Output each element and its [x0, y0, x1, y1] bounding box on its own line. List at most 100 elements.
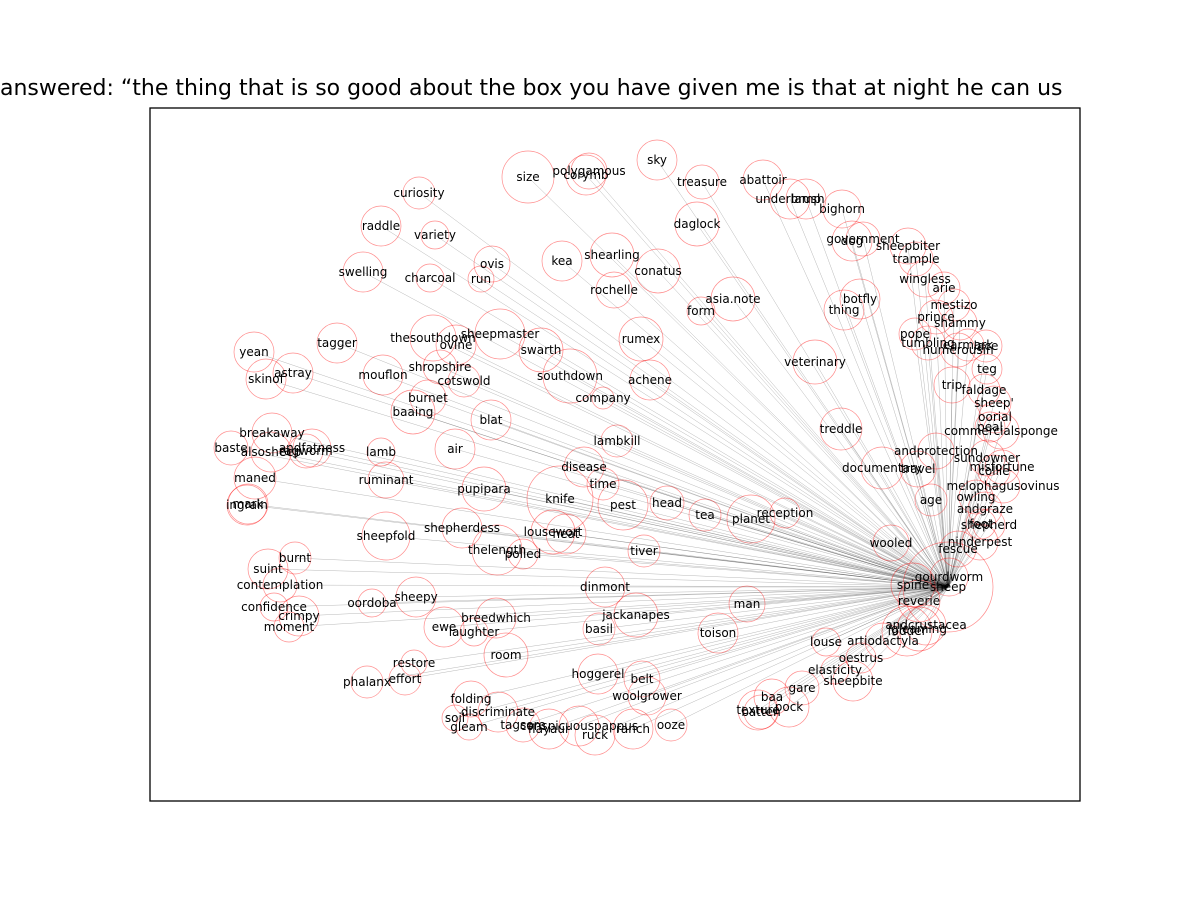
node-label-misfortune: misfortune: [969, 460, 1034, 474]
edge-flayaur: [548, 586, 949, 730]
node-circle-treddle: [819, 407, 863, 451]
node-circle-charcoal: [415, 263, 445, 293]
node-label-mestizo: mestizo: [930, 298, 977, 312]
node-circle-achene: [629, 359, 671, 401]
edge-shepherd: [947, 524, 990, 588]
node-circle-man: [728, 585, 766, 623]
node-circle-laughter: [459, 617, 489, 647]
node-label-sky: sky: [647, 153, 667, 167]
node-label-ovis: ovis: [480, 257, 504, 271]
node-circle-sheep: [902, 541, 994, 633]
edge-crimpy: [298, 586, 949, 617]
node-circle-lambkill: [600, 424, 634, 458]
edge-run: [480, 278, 949, 588]
node-circle-soil: [441, 704, 469, 732]
node-circle-pope: [898, 317, 932, 351]
edge-effort: [404, 586, 949, 680]
node-circle-treasure: [684, 164, 720, 200]
node-circle-oestrus: [845, 642, 877, 674]
node-circle-moment: [273, 611, 305, 643]
edge-treasure: [701, 181, 949, 588]
edge-burnt: [294, 557, 949, 588]
node-label-company: company: [575, 391, 630, 405]
node-circle-sheepfold: [361, 511, 411, 561]
node-circle-fodder: [881, 605, 933, 657]
node-circle-age: [914, 483, 948, 517]
node-label-head: head: [652, 496, 682, 510]
node-circle-tumbling: [910, 325, 946, 361]
node-circle-sheepy: [395, 576, 437, 618]
node-label-trample: trample: [892, 252, 939, 266]
node-circle-raddle: [360, 205, 402, 247]
edge-moment: [288, 586, 949, 628]
node-circle-rumex: [618, 316, 664, 362]
edge-spine: [912, 584, 949, 588]
node-label-astray: astray: [274, 366, 312, 380]
node-circle-corymb: [565, 154, 607, 196]
node-label-thesouthdown: thesouthdown: [390, 331, 476, 345]
node-label-thelength: thelength: [468, 543, 526, 557]
edge-lamp: [805, 198, 949, 588]
edge-peal: [947, 426, 991, 588]
figure-title: answered: “the thing that is so good abo…: [0, 76, 1063, 101]
node-label-confidence: confidence: [241, 600, 307, 614]
node-label-hoggerel: hoggerel: [572, 667, 625, 681]
node-label-baaing: baaing: [393, 405, 434, 419]
node-label-gourdworm: gourdworm: [915, 570, 983, 584]
node-circle-conatus: [635, 248, 681, 294]
node-label-maned: maned: [234, 471, 276, 485]
node-label-prince: prince: [917, 310, 954, 324]
edge-teg: [947, 368, 988, 588]
node-label-suint: suint: [253, 562, 283, 576]
edge-contemplation: [279, 584, 949, 588]
edge-restore: [413, 586, 949, 664]
edge-shepherdess: [461, 527, 949, 588]
node-label-lace: lace: [974, 339, 999, 353]
edge-curiosity: [418, 192, 949, 588]
node-circle-pest: [597, 479, 649, 531]
node-circle-botfly: [839, 278, 881, 320]
edge-hoggerel: [597, 586, 949, 675]
node-circle-collie: [977, 454, 1011, 488]
node-label-dog: dog: [841, 234, 864, 248]
edge-trip: [947, 384, 953, 588]
node-circle-form: [686, 296, 716, 326]
node-label-soil: soil: [445, 711, 465, 725]
node-label-achene: achene: [628, 373, 672, 387]
node-circle-suint: [247, 548, 289, 590]
node-circle-breedwhich: [475, 597, 517, 639]
edge-mark: [247, 503, 949, 588]
node-circle-yean: [233, 331, 275, 373]
node-circle-shepherd: [972, 508, 1006, 542]
edge-humerousin: [947, 349, 959, 588]
edge-gourdworm: [947, 576, 950, 588]
node-label-shepherdess: shepherdess: [424, 521, 500, 535]
node-circle-swelling: [342, 251, 384, 293]
node-circle-trample: [898, 241, 934, 277]
node-label-tiver: tiver: [630, 544, 658, 558]
node-label-tea: tea: [695, 508, 714, 522]
edge-layer: [230, 159, 1004, 736]
node-circle-burnet: [409, 379, 447, 417]
node-circle-air: [434, 428, 476, 470]
node-label-andfatness: andfatness: [279, 441, 345, 455]
node-label-collie: collie: [978, 464, 1009, 478]
edge-pupipara: [483, 488, 949, 588]
edge-laughter: [473, 586, 949, 633]
node-label-texture: texture: [736, 703, 779, 717]
node-circle-reverie: [897, 579, 941, 623]
edge-pest: [622, 504, 949, 588]
node-label-swelling: swelling: [339, 265, 388, 279]
node-circle-jackanapes: [613, 592, 659, 638]
edge-tagger: [336, 342, 949, 588]
node-label-basil: basil: [585, 622, 613, 636]
edge-ewe: [443, 586, 949, 628]
node-circle-thing: [823, 289, 865, 331]
node-circle-sheepmaster: [474, 308, 526, 360]
node-circle-flayaur: [528, 708, 570, 750]
edge-prince: [935, 316, 949, 588]
node-circle-travel: [899, 450, 937, 488]
node-circle-hoggerel: [577, 653, 619, 695]
node-circle-mestizo: [937, 288, 971, 322]
